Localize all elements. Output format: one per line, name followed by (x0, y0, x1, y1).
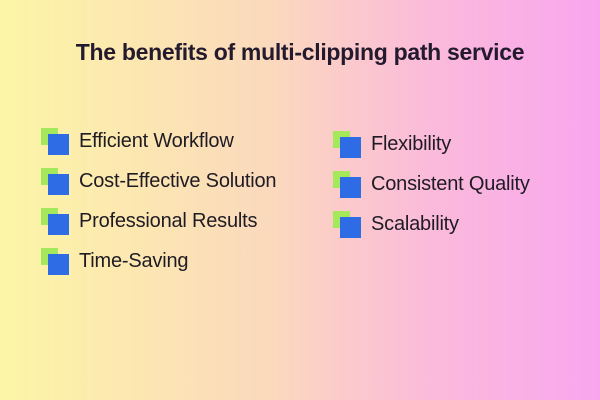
benefit-label: Professional Results (79, 210, 258, 232)
benefit-label: Cost-Effective Solution (79, 170, 277, 192)
bullet-square-icon (41, 168, 69, 195)
benefit-label: Time-Saving (79, 250, 189, 272)
benefit-label: Scalability (371, 213, 459, 235)
bullet-square-icon (41, 208, 69, 235)
list-item: Scalability (333, 211, 530, 238)
benefits-column-left: Efficient Workflow Cost-Effective Soluti… (41, 128, 277, 275)
benefit-label: Flexibility (371, 133, 452, 155)
bullet-square-icon (333, 131, 361, 158)
bullet-square-icon (41, 248, 69, 275)
list-item: Flexibility (333, 131, 530, 158)
bullet-blue-square-icon (340, 137, 361, 158)
list-item: Time-Saving (41, 248, 276, 275)
list-item: Cost-Effective Solution (41, 168, 277, 195)
benefit-label: Efficient Workflow (79, 130, 234, 152)
page-title: The benefits of multi-clipping path serv… (75, 39, 525, 65)
bullet-square-icon (333, 171, 361, 198)
bullet-blue-square-icon (48, 214, 69, 235)
bullet-blue-square-icon (340, 217, 361, 238)
bullet-square-icon (41, 128, 69, 155)
bullet-blue-square-icon (48, 254, 69, 275)
list-item: Efficient Workflow (41, 128, 276, 155)
benefit-label: Consistent Quality (371, 173, 530, 195)
bullet-square-icon (333, 211, 361, 238)
bullet-blue-square-icon (48, 174, 69, 195)
bullet-blue-square-icon (48, 134, 69, 155)
bullet-blue-square-icon (340, 177, 361, 198)
list-item: Consistent Quality (333, 171, 530, 198)
benefits-column-right: Flexibility Consistent Quality Scalabili… (333, 131, 530, 238)
list-item: Professional Results (41, 208, 276, 235)
